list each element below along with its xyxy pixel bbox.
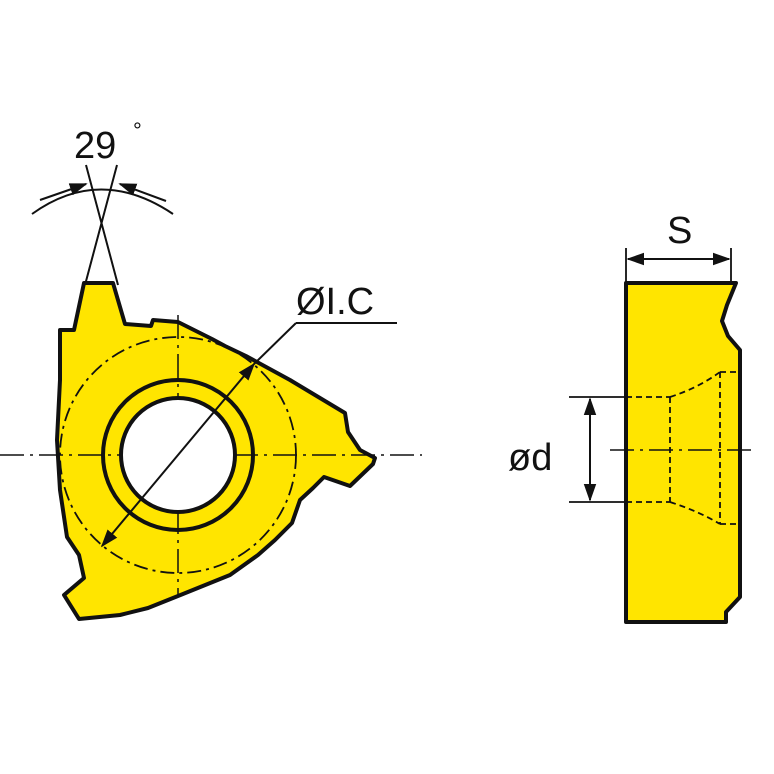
insert-top-view: 29 ° ØI.C [0, 118, 422, 621]
hole-diameter-label: ød [508, 437, 552, 479]
angle-label: 29 [74, 125, 116, 167]
ic-label: ØI.C [296, 281, 374, 323]
angle-arrow-right [118, 183, 167, 202]
angle-arc [31, 188, 174, 215]
ic-leader [253, 322, 297, 365]
ic-dimension-line [100, 362, 256, 548]
insert-side-view: S ød [508, 210, 756, 624]
angle-leg-right [84, 164, 118, 286]
angle-arrow-left [39, 183, 88, 201]
side-body [624, 281, 742, 624]
angle-degree-symbol: ° [133, 118, 142, 143]
inscribed-circle [59, 336, 297, 574]
angle-dimension: 29 ° [31, 118, 174, 286]
thickness-label: S [667, 210, 692, 252]
